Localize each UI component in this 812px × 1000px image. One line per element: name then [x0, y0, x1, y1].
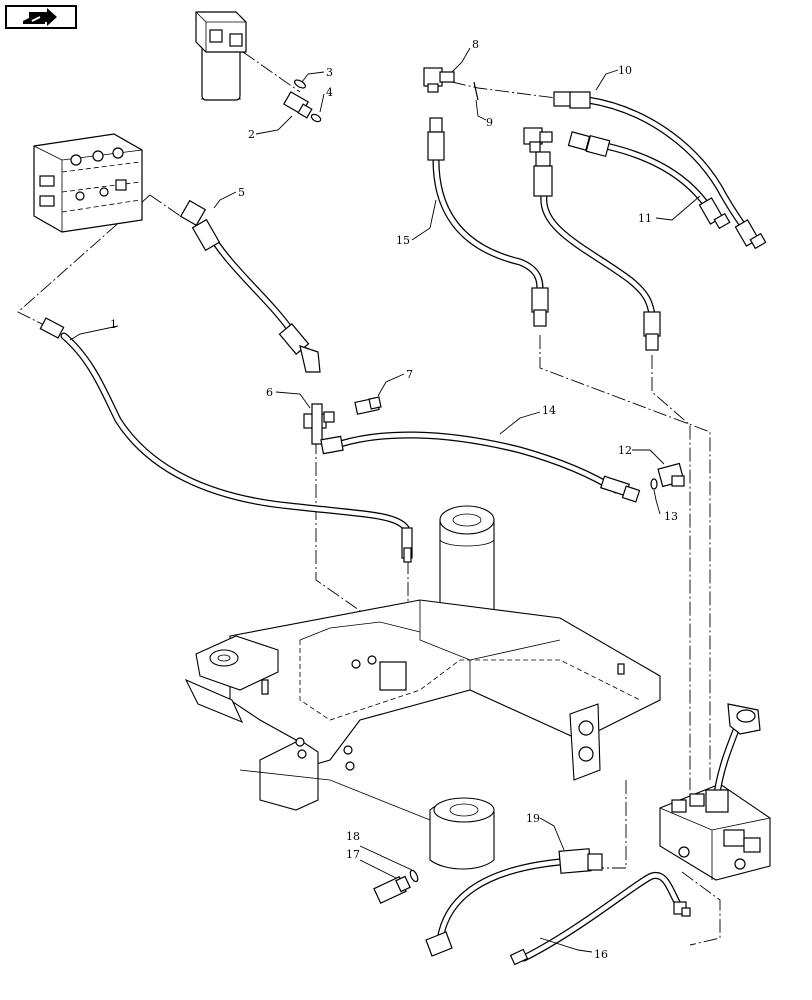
fitting-8	[423, 67, 455, 93]
hose-5	[179, 199, 321, 373]
next-page-arrow-icon	[23, 8, 57, 26]
fitting-17	[373, 875, 411, 904]
hose-11	[567, 131, 731, 230]
callout-9: 9	[486, 116, 493, 129]
tee-fitting-6	[303, 403, 335, 445]
hose-16	[509, 872, 691, 966]
leader-lines	[69, 47, 701, 953]
callout-19: 19	[526, 812, 540, 825]
fitting-2	[283, 91, 313, 119]
hose-1	[39, 317, 413, 563]
oring-4	[310, 113, 322, 123]
callout-14: 14	[542, 404, 556, 417]
callout-10: 10	[618, 64, 632, 77]
callout-labels: 1 2 3 4 5 6 7 8 9 10 11 12 13 14 15 16 1…	[110, 38, 678, 961]
callout-12: 12	[618, 444, 632, 457]
seal-9	[473, 81, 479, 101]
loader-frame	[184, 505, 661, 870]
callout-17: 17	[346, 848, 360, 861]
callout-1: 1	[110, 318, 117, 331]
hose-10	[553, 91, 767, 250]
tee-fitting-upper	[523, 127, 553, 153]
control-valve-block	[33, 133, 143, 233]
steering-valve-assembly	[659, 703, 771, 881]
callout-6: 6	[266, 386, 273, 399]
hose-19	[425, 848, 603, 957]
callout-8: 8	[472, 38, 479, 51]
oring-3	[293, 79, 307, 89]
callout-2: 2	[248, 128, 255, 141]
hose-right-drop	[533, 151, 661, 351]
hose-15	[427, 117, 549, 327]
oring-18	[409, 869, 419, 883]
hose-14	[320, 431, 641, 503]
callout-11: 11	[638, 212, 652, 225]
pressure-switch-7	[354, 396, 382, 415]
callout-3: 3	[326, 66, 333, 79]
callout-4: 4	[326, 86, 333, 99]
callout-5: 5	[238, 186, 245, 199]
oring-13	[650, 478, 658, 490]
callout-16: 16	[594, 948, 608, 961]
callout-18: 18	[346, 830, 360, 843]
filter-assembly	[195, 11, 247, 101]
callout-13: 13	[664, 510, 678, 523]
next-page-button[interactable]	[5, 5, 77, 29]
callout-7: 7	[406, 368, 413, 381]
elbow-fitting-12	[657, 462, 685, 488]
callout-15: 15	[396, 234, 410, 247]
